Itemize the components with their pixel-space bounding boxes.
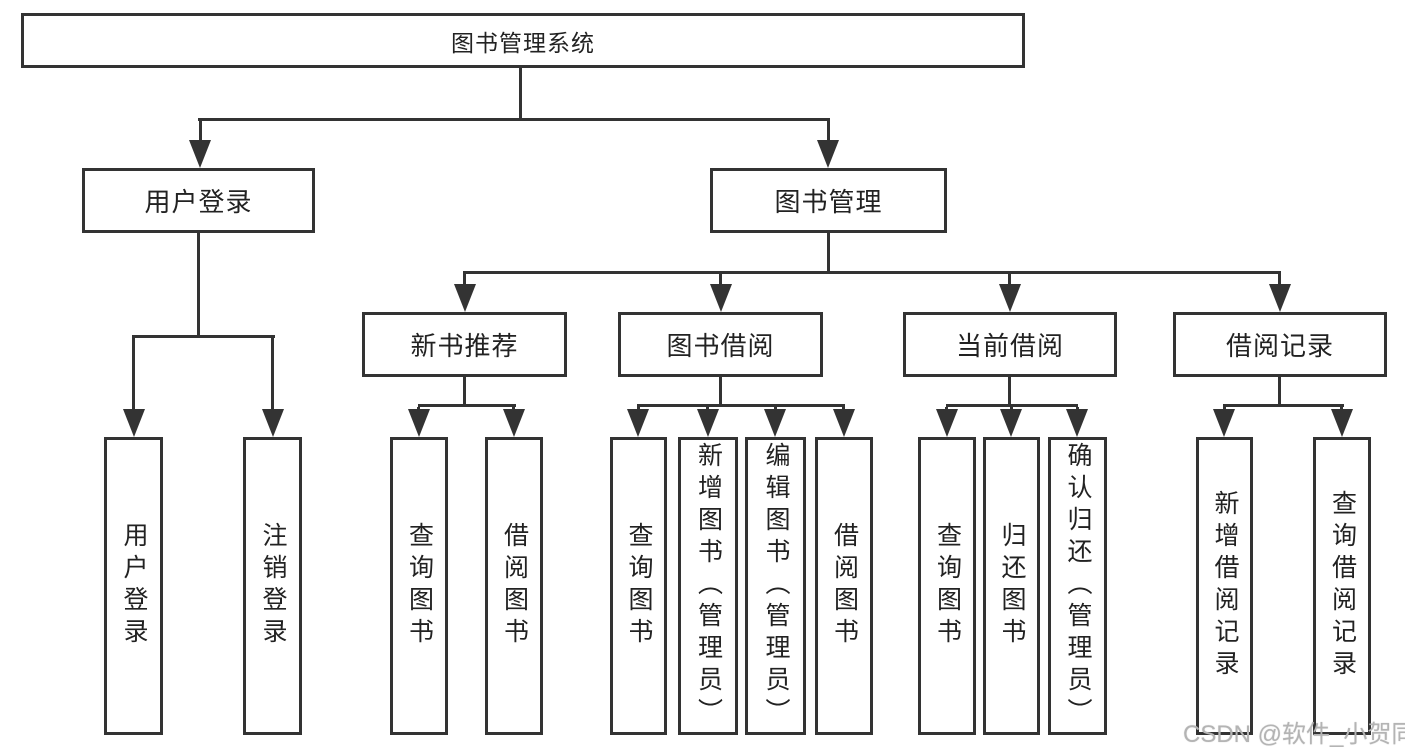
connector-line xyxy=(1278,274,1281,287)
arrow-down-icon xyxy=(503,409,525,437)
connector-line xyxy=(519,68,522,121)
node-label: 图书管理 xyxy=(774,187,883,217)
arrow-down-icon xyxy=(936,409,958,437)
arrow-down-icon xyxy=(408,409,430,437)
node-label: 确认归还（管理员） xyxy=(1064,442,1092,730)
node-label: 查询借阅记录 xyxy=(1328,490,1357,682)
connector-line xyxy=(827,233,830,273)
connector-line xyxy=(719,274,722,287)
node-leaf-logout: 注销登录 xyxy=(243,437,302,735)
arrow-down-icon xyxy=(189,140,211,168)
connector-line xyxy=(271,338,274,411)
node-label: 用户登录 xyxy=(120,522,148,650)
node-label: 当前借阅 xyxy=(955,331,1064,361)
node-label: 查询图书 xyxy=(405,522,434,650)
node-label: 新增图书（管理员） xyxy=(694,442,723,730)
node-user-login: 用户登录 xyxy=(82,168,315,233)
node-label: 图书借阅 xyxy=(666,331,775,361)
arrow-down-icon xyxy=(454,284,476,312)
connector-line xyxy=(637,404,845,407)
node-leaf-query-borrow-record: 查询借阅记录 xyxy=(1313,437,1371,735)
node-new-book-recommendation: 新书推荐 xyxy=(362,312,567,377)
connector-line xyxy=(199,121,202,143)
arrow-down-icon xyxy=(710,284,732,312)
node-label: 编辑图书（管理员） xyxy=(762,442,790,730)
node-label: 借阅图书 xyxy=(830,522,859,650)
arrow-down-icon xyxy=(697,409,719,437)
node-book-management: 图书管理 xyxy=(710,168,947,233)
node-label: 新增借阅记录 xyxy=(1211,490,1239,682)
connector-line xyxy=(1278,377,1281,407)
arrow-down-icon xyxy=(817,140,839,168)
connector-line xyxy=(946,404,1078,407)
node-leaf-query-books-borrow: 查询图书 xyxy=(610,437,667,735)
arrow-down-icon xyxy=(262,409,284,437)
arrow-down-icon xyxy=(833,409,855,437)
node-label: 归还图书 xyxy=(998,522,1026,650)
node-leaf-add-book-admin: 新增图书（管理员） xyxy=(678,437,738,735)
connector-line xyxy=(463,271,1281,274)
connector-line xyxy=(132,338,135,411)
connector-line xyxy=(1008,377,1011,407)
node-leaf-add-borrow-record: 新增借阅记录 xyxy=(1196,437,1253,735)
connector-line xyxy=(1008,274,1011,287)
connector-line xyxy=(463,274,466,287)
connector-line xyxy=(132,335,275,338)
node-label: 新书推荐 xyxy=(410,331,519,361)
connector-line xyxy=(198,118,830,121)
node-leaf-query-books-current: 查询图书 xyxy=(918,437,976,735)
arrow-down-icon xyxy=(1213,409,1235,437)
connector-line xyxy=(463,377,466,407)
node-label: 查询图书 xyxy=(933,522,962,650)
node-leaf-confirm-return-admin: 确认归还（管理员） xyxy=(1048,437,1107,735)
node-label: 用户登录 xyxy=(144,187,253,217)
node-leaf-query-books-recommend: 查询图书 xyxy=(390,437,448,735)
arrow-down-icon xyxy=(627,409,649,437)
node-leaf-borrow-books-recommend: 借阅图书 xyxy=(485,437,543,735)
node-label: 借阅记录 xyxy=(1225,331,1334,361)
node-borrowing-records: 借阅记录 xyxy=(1173,312,1387,377)
connector-line xyxy=(1223,404,1344,407)
node-leaf-edit-book-admin: 编辑图书（管理员） xyxy=(745,437,806,735)
connector-line xyxy=(197,233,200,337)
node-leaf-return-book: 归还图书 xyxy=(983,437,1040,735)
arrow-down-icon xyxy=(1000,409,1022,437)
node-book-borrowing: 图书借阅 xyxy=(618,312,823,377)
node-current-borrowing: 当前借阅 xyxy=(903,312,1117,377)
watermark: CSDN @软件_小贺同学 xyxy=(1183,721,1405,747)
arrow-down-icon xyxy=(764,409,786,437)
connector-line xyxy=(719,377,722,407)
node-leaf-user-login: 用户登录 xyxy=(104,437,163,735)
node-label: 注销登录 xyxy=(259,522,287,650)
connector-line xyxy=(827,121,830,143)
arrow-down-icon xyxy=(999,284,1021,312)
arrow-down-icon xyxy=(1066,409,1088,437)
connector-line xyxy=(418,404,516,407)
arrow-down-icon xyxy=(1269,284,1291,312)
node-library-system: 图书管理系统 xyxy=(21,13,1025,68)
node-label: 查询图书 xyxy=(625,522,653,650)
arrow-down-icon xyxy=(1331,409,1353,437)
node-label: 借阅图书 xyxy=(500,522,529,650)
arrow-down-icon xyxy=(123,409,145,437)
node-label: 图书管理系统 xyxy=(451,29,595,56)
node-leaf-borrow-books-borrow: 借阅图书 xyxy=(815,437,873,735)
